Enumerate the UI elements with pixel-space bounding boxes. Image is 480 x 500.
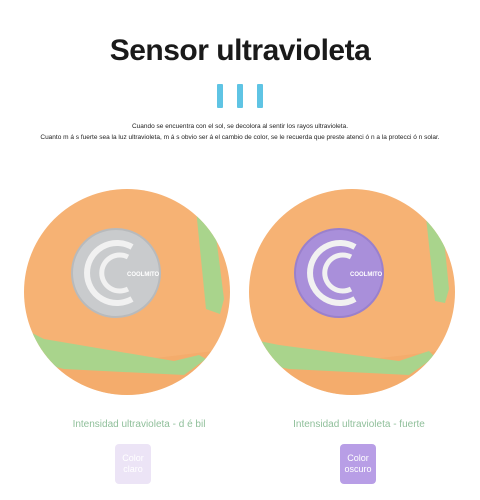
swatch-label-line-1: Color [122, 453, 144, 463]
badge-brand-text: COOLMITO [127, 272, 160, 278]
accent-bar [257, 84, 263, 108]
accent-bars [214, 84, 266, 108]
uv-badge-light: COOLMITO [71, 228, 161, 318]
uv-badge-dark: COOLMITO [294, 228, 384, 318]
accent-bar [237, 84, 243, 108]
swatch-label-line-2: claro [123, 464, 143, 474]
light-color-swatch: Color claro [115, 444, 151, 484]
weak-uv-caption: Intensidad ultravioleta - d é bil [72, 419, 206, 430]
strong-uv-photo: COOLMITO [249, 189, 455, 395]
strong-uv-caption: Intensidad ultravioleta - fuerte [293, 419, 425, 430]
page-title: Sensor ultravioleta [109, 34, 371, 67]
swatch-label-line-2: oscuro [344, 464, 372, 474]
badge-brand-text: COOLMITO [350, 272, 383, 278]
description-line-2: Cuanto m á s fuerte sea la luz ultraviol… [40, 134, 440, 141]
dark-color-swatch: Color oscuro [340, 444, 376, 484]
accent-bar [217, 84, 223, 108]
description-line-1: Cuando se encuentra con el sol, se decol… [131, 123, 349, 130]
weak-uv-photo: COOLMITO [24, 189, 230, 395]
swatch-label-line-1: Color [347, 453, 369, 463]
